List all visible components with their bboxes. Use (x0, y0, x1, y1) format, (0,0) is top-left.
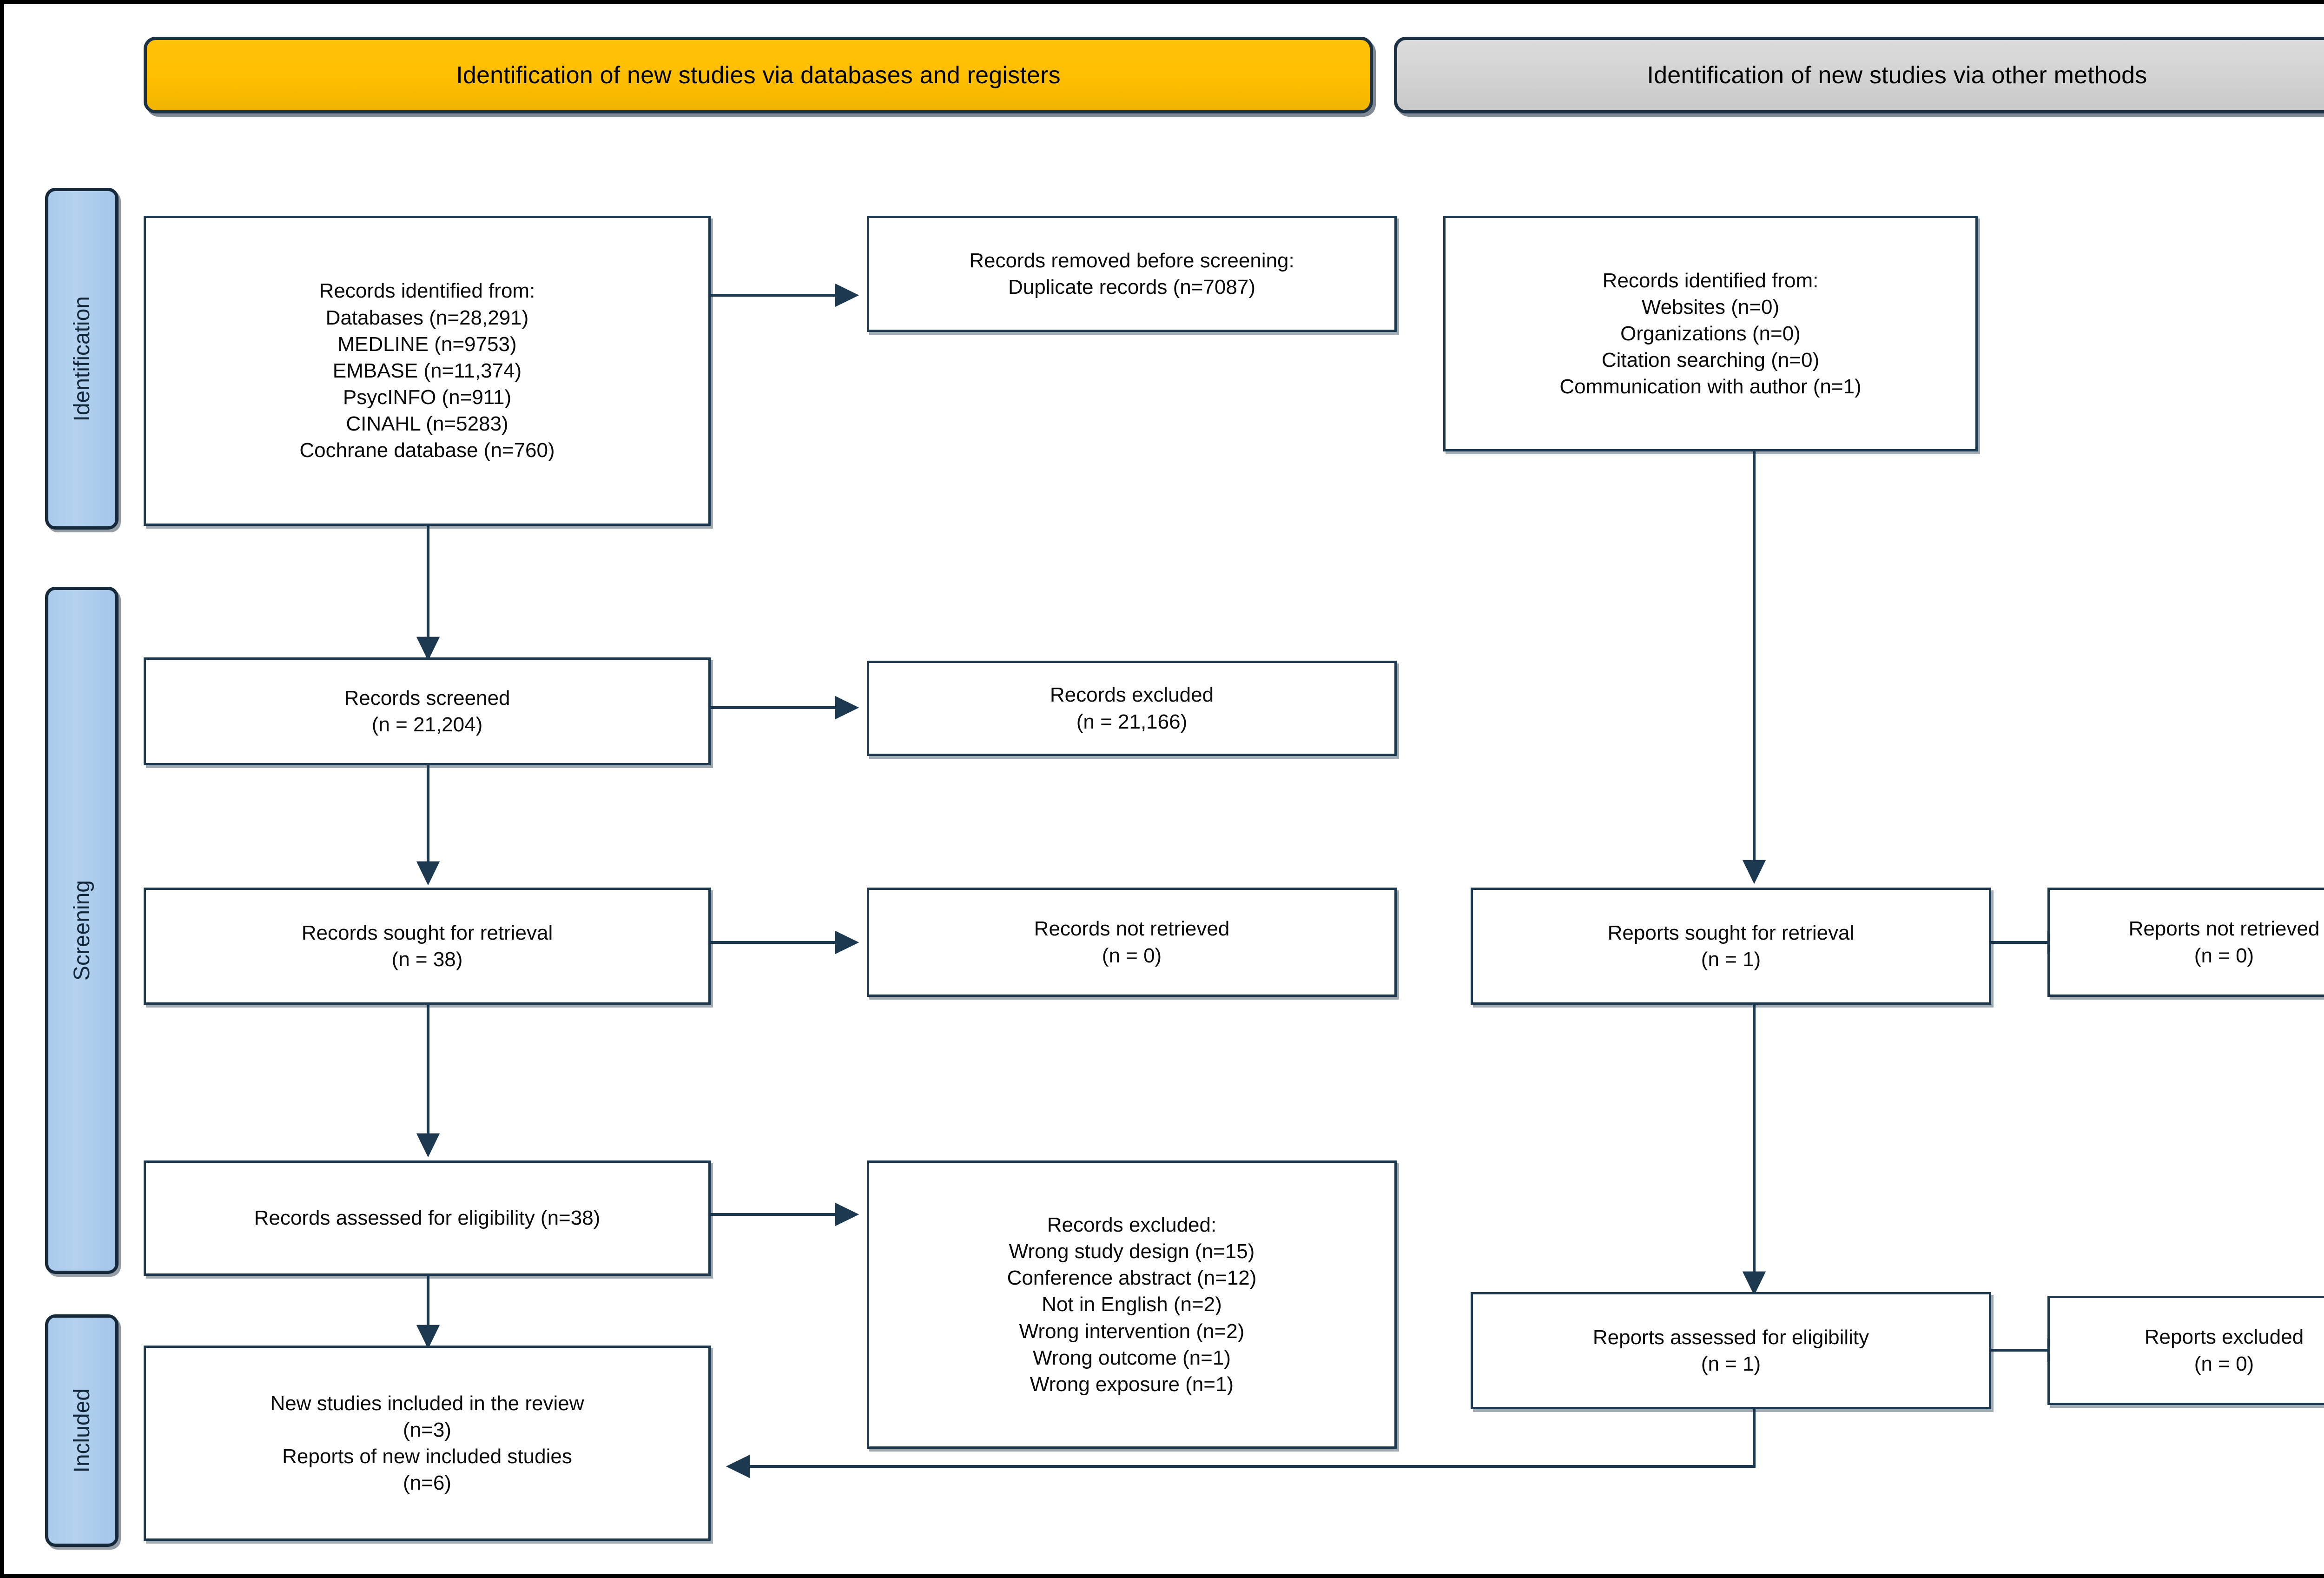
box-records-identified-text: Records identified from: Databases (n=28… (299, 279, 555, 462)
box-reports-sought-text: Reports sought for retrieval (n = 1) (1607, 921, 1855, 971)
box-records-removed-text: Records removed before screening: Duplic… (969, 249, 1294, 298)
box-records-screened: Records screened (n = 21,204) (144, 657, 711, 765)
box-records-sought: Records sought for retrieval (n = 38) (144, 888, 711, 1005)
header-other-methods: Identification of new studies via other … (1394, 37, 2324, 113)
box-records-assessed-excluded-text: Records excluded: Wrong study design (n=… (1007, 1213, 1257, 1396)
header-databases-label: Identification of new studies via databa… (456, 61, 1061, 89)
box-reports-sought: Reports sought for retrieval (n = 1) (1471, 888, 1991, 1005)
box-records-removed: Records removed before screening: Duplic… (867, 216, 1397, 332)
box-new-studies-included-text: New studies included in the review (n=3)… (270, 1392, 584, 1495)
box-records-identified: Records identified from: Databases (n=28… (144, 216, 711, 526)
header-databases-registers: Identification of new studies via databa… (144, 37, 1373, 113)
box-records-screened-text: Records screened (n = 21,204) (344, 686, 510, 736)
header-other-methods-label: Identification of new studies via other … (1647, 61, 2147, 89)
phase-label-screening: Screening (69, 880, 94, 981)
box-reports-assessed: Reports assessed for eligibility (n = 1) (1471, 1292, 1991, 1409)
box-records-not-retrieved-text: Records not retrieved (n = 0) (1034, 917, 1230, 967)
box-records-assessed-text: Records assessed for eligibility (n=38) (254, 1207, 601, 1230)
box-other-records-identified: Records identified from: Websites (n=0) … (1443, 216, 1978, 451)
phase-bar-identification: Identification (45, 188, 119, 530)
box-records-not-retrieved: Records not retrieved (n = 0) (867, 888, 1397, 997)
phase-label-included: Included (69, 1388, 94, 1473)
box-reports-assessed-text: Reports assessed for eligibility (n = 1) (1592, 1326, 1869, 1375)
box-new-studies-included: New studies included in the review (n=3)… (144, 1346, 711, 1541)
box-reports-excluded: Reports excluded (n = 0) (2047, 1296, 2324, 1405)
box-other-records-identified-text: Records identified from: Websites (n=0) … (1559, 269, 1862, 398)
phase-bar-included: Included (45, 1314, 119, 1547)
box-records-sought-text: Records sought for retrieval (n = 38) (301, 921, 553, 971)
box-reports-not-retrieved: Reports not retrieved (n = 0) (2047, 888, 2324, 997)
box-records-assessed-excluded: Records excluded: Wrong study design (n=… (867, 1160, 1397, 1449)
box-records-excluded: Records excluded (n = 21,166) (867, 661, 1397, 756)
phase-bar-screening: Screening (45, 587, 119, 1274)
box-reports-excluded-text: Reports excluded (n = 0) (2144, 1326, 2304, 1375)
box-records-assessed: Records assessed for eligibility (n=38) (144, 1160, 711, 1276)
box-reports-not-retrieved-text: Reports not retrieved (n = 0) (2128, 917, 2320, 967)
box-records-excluded-text: Records excluded (n = 21,166) (1050, 683, 1214, 733)
phase-label-identification: Identification (69, 296, 94, 422)
